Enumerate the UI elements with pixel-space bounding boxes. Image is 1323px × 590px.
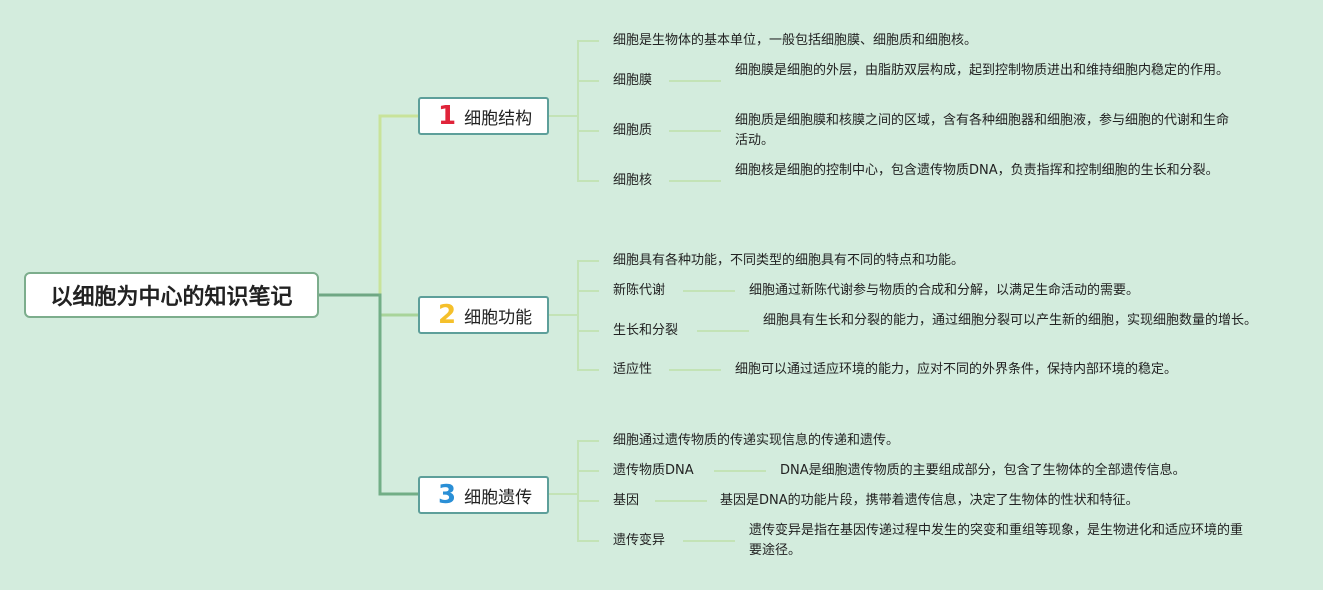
number-badge-2: 2 bbox=[438, 300, 457, 330]
term-label: 细胞质 bbox=[613, 123, 653, 138]
term-label: 细胞核 bbox=[613, 173, 653, 188]
topic-label: 细胞遗传 bbox=[464, 487, 533, 508]
term-label: 遗传变异 bbox=[613, 533, 666, 548]
term-label: 生长和分裂 bbox=[613, 323, 679, 338]
term-description: 遗传变异是指在基因传递过程中发生的突变和重组等现象，是生物进化和适应环境的重要途… bbox=[749, 523, 1244, 558]
term-description: 细胞可以通过适应环境的能力，应对不同的外界条件，保持内部环境的稳定。 bbox=[735, 362, 1178, 377]
topic-label: 细胞结构 bbox=[464, 108, 533, 129]
term-label: 适应性 bbox=[613, 362, 653, 377]
root-title: 以细胞为中心的知识笔记 bbox=[50, 285, 293, 310]
term-description: 细胞核是细胞的控制中心，包含遗传物质DNA，负责指挥和控制细胞的生长和分裂。 bbox=[735, 163, 1219, 178]
topic-cell-heredity[interactable]: 3 细胞遗传 bbox=[418, 476, 549, 514]
number-badge-3: 3 bbox=[438, 480, 457, 510]
number-badge-1: 1 bbox=[438, 101, 457, 131]
topic-cell-structure[interactable]: 1 细胞结构 bbox=[418, 97, 549, 135]
root-node[interactable]: 以细胞为中心的知识笔记 bbox=[24, 272, 319, 318]
term-label: 基因 bbox=[613, 493, 640, 508]
term-description: 细胞质是细胞膜和核膜之间的区域，含有各种细胞器和细胞液，参与细胞的代谢和生命活动… bbox=[735, 113, 1230, 148]
term-description: 细胞具有生长和分裂的能力，通过细胞分裂可以产生新的细胞，实现细胞数量的增长。 bbox=[763, 313, 1258, 328]
intro-text: 细胞具有各种功能，不同类型的细胞具有不同的特点和功能。 bbox=[613, 253, 965, 268]
term-description: 细胞膜是细胞的外层，由脂肪双层构成，起到控制物质进出和维持细胞内稳定的作用。 bbox=[735, 63, 1230, 78]
term-label: 细胞膜 bbox=[613, 73, 653, 88]
intro-text: 细胞是生物体的基本单位，一般包括细胞膜、细胞质和细胞核。 bbox=[613, 33, 978, 48]
term-description: 细胞通过新陈代谢参与物质的合成和分解，以满足生命活动的需要。 bbox=[749, 283, 1140, 298]
intro-text: 细胞通过遗传物质的传递实现信息的传递和遗传。 bbox=[613, 433, 900, 448]
term-description: 基因是DNA的功能片段，携带着遗传信息，决定了生物体的性状和特征。 bbox=[720, 493, 1139, 508]
topic-cell-function[interactable]: 2 细胞功能 bbox=[418, 296, 549, 334]
term-label: 新陈代谢 bbox=[613, 283, 666, 298]
term-label: 遗传物质DNA bbox=[613, 463, 694, 478]
term-description: DNA是细胞遗传物质的主要组成部分，包含了生物体的全部遗传信息。 bbox=[780, 463, 1186, 478]
topic-label: 细胞功能 bbox=[464, 307, 533, 328]
